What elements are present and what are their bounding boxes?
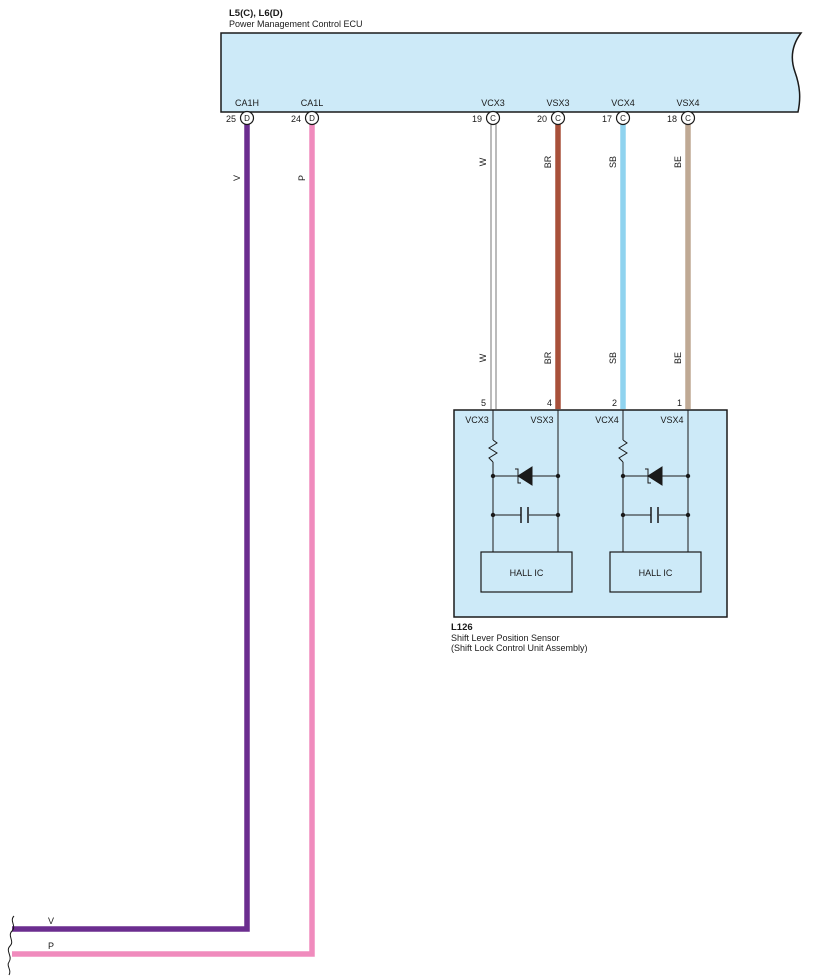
wire-code-w-top: W [478,157,488,166]
hall-ic-box-a [480,551,573,593]
ecu-pin-ca1h: 25 D [226,110,255,126]
ecu-pin-vsx3: 20 C [537,110,566,126]
ecu-pin-name-ca1l: CA1L [301,98,324,108]
sensor-code: L126 [451,622,473,633]
ecu-pin-name-vsx3: VSX3 [546,98,569,108]
zener-diode-icon [647,466,663,486]
wire-code-sb-bottom: SB [608,352,618,364]
hall-ic-label-a: HALL IC [510,568,544,578]
wire-break-icon [7,915,15,976]
bottom-label-p: P [48,941,54,951]
sensor-pin-name-vsx4: VSX4 [660,415,683,425]
ecu-pin-ca1l: 24 D [291,110,320,126]
sensor-pin-name-vcx3: VCX3 [465,415,489,425]
sensor-pin-number-2: 2 [612,398,617,408]
sensor-name: Shift Lever Position Sensor [451,633,560,643]
sensor-pin-number-5: 5 [481,398,486,408]
ecu-connector-letter: C [555,114,561,123]
sensor-subname: (Shift Lock Control Unit Assembly) [451,643,588,653]
ecu-pin-number: 24 [291,114,301,124]
sensor-pin-number-4: 4 [547,398,552,408]
ecu-code: L5(C), L6(D) [229,8,283,19]
ecu-box [220,32,803,113]
ecu-pin-number: 25 [226,114,236,124]
ecu-connector-letter: C [490,114,496,123]
wire-code-be-top: BE [673,156,683,168]
zener-diode-icon [517,466,533,486]
hall-ic-box-b [609,551,702,593]
ecu-pin-vcx3: 19 C [472,110,501,126]
wire-w [490,124,497,409]
wire-code-w-bottom: W [478,353,488,362]
ecu-pin-name-vcx3: VCX3 [481,98,505,108]
wire-code-p: P [297,175,307,181]
wire-code-v: V [232,175,242,181]
sensor-pin-name-vsx3: VSX3 [530,415,553,425]
ecu-pin-vcx4: 17 C [602,110,631,126]
ecu-connector-letter: C [620,114,626,123]
sensor-pin-number-1: 1 [677,398,682,408]
wire-p [12,124,315,957]
sensor-box [453,409,728,618]
ecu-name: Power Management Control ECU [229,19,363,29]
ecu-connector-letter: C [685,114,691,123]
ecu-pin-name-vcx4: VCX4 [611,98,635,108]
ecu-pin-number: 20 [537,114,547,124]
wire-code-be-bottom: BE [673,352,683,364]
bottom-label-v: V [48,916,54,926]
hall-ic-label-b: HALL IC [639,568,673,578]
ecu-pin-number: 17 [602,114,612,124]
resistor-icon [488,439,498,463]
ecu-connector-letter: D [244,114,250,123]
ecu-pin-vsx4: 18 C [667,110,696,126]
sensor-pin-name-vcx4: VCX4 [595,415,619,425]
ecu-connector-letter: D [309,114,315,123]
ecu-pin-number: 18 [667,114,677,124]
ecu-pin-number: 19 [472,114,482,124]
wire-code-br-bottom: BR [543,351,553,364]
wire-code-br-top: BR [543,155,553,168]
sensor-circuit-b [609,410,702,593]
ecu-pin-name-vsx4: VSX4 [676,98,699,108]
resistor-icon [618,439,628,463]
wire-v [12,124,250,932]
wire-code-sb-top: SB [608,156,618,168]
sensor-circuit-a [480,410,573,593]
ecu-pin-name-ca1h: CA1H [235,98,259,108]
